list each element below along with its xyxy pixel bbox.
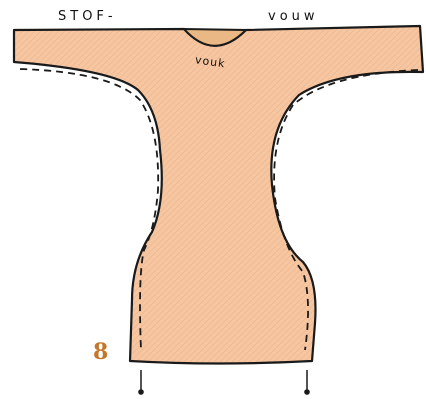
hem-marker-left-dot: [138, 389, 144, 395]
hem-marker-right-dot: [304, 389, 310, 395]
page-number: 8: [93, 341, 108, 363]
garment-body: [14, 26, 423, 364]
label-top-right: vouw: [268, 9, 319, 24]
label-top-left: STOF-: [58, 9, 117, 24]
